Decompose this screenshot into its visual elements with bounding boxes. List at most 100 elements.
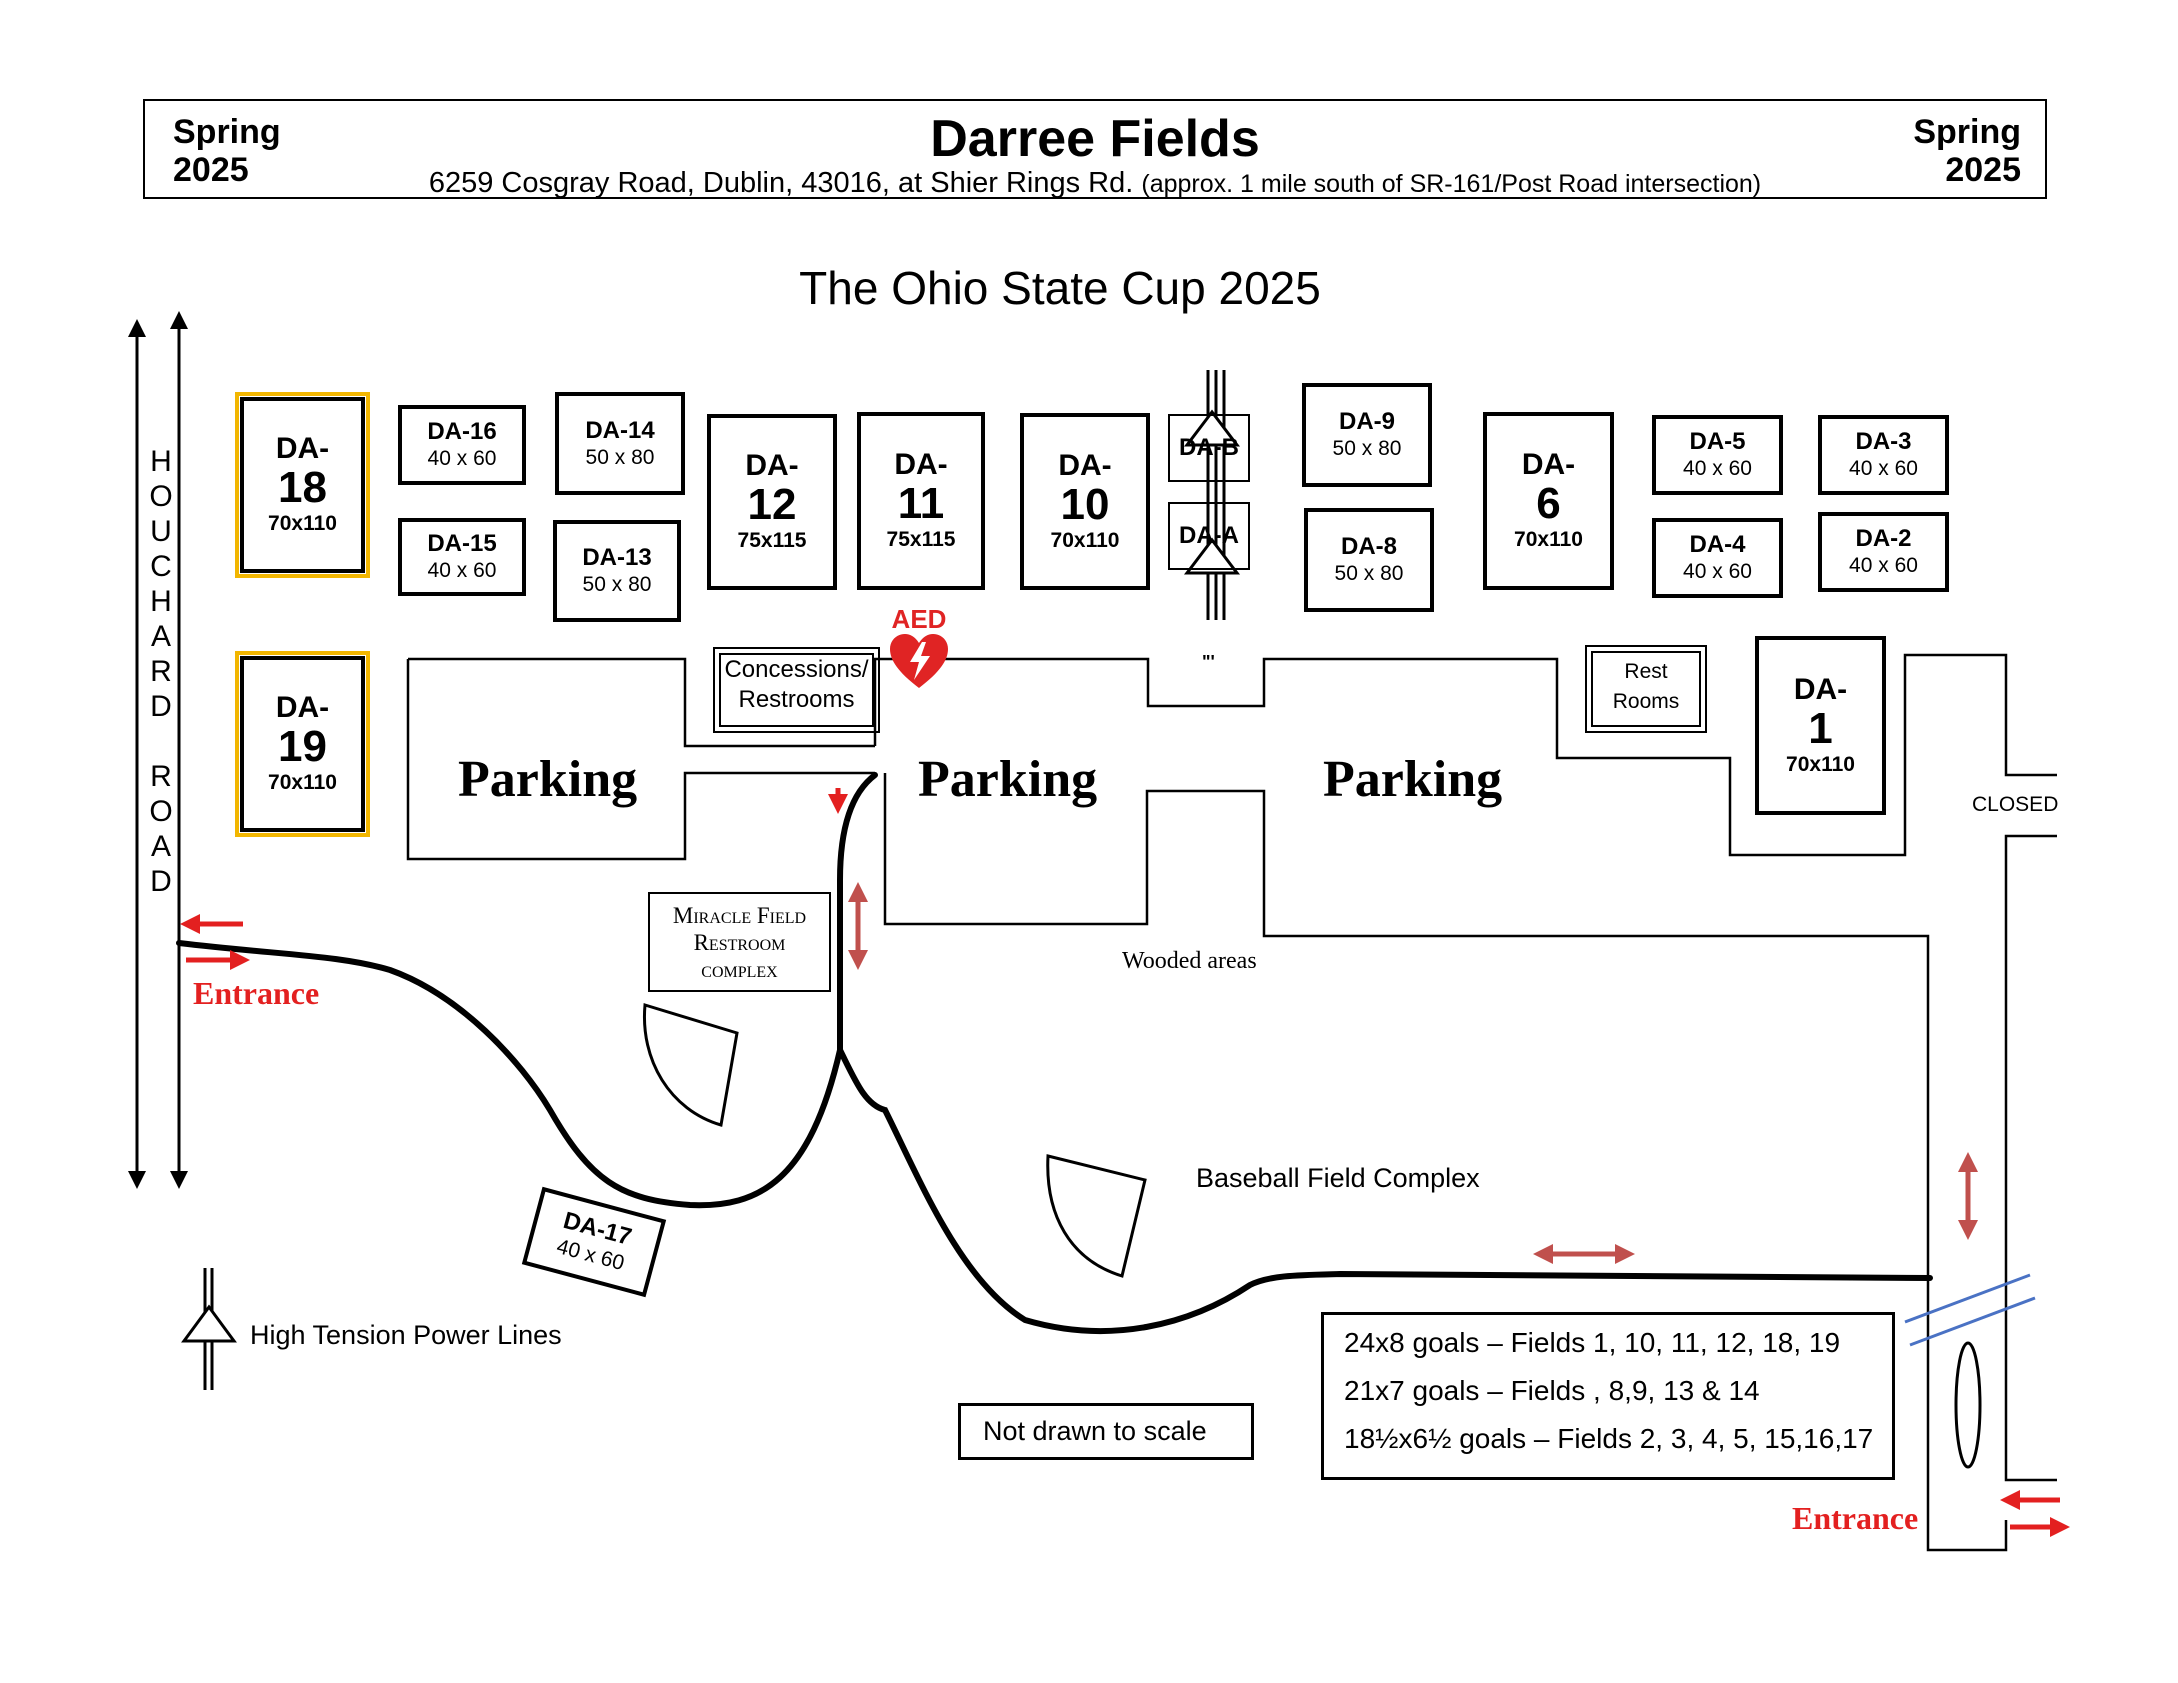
road-crossing-lines	[1904, 1273, 2036, 1347]
left-season-text: Spring	[173, 113, 281, 151]
road-letter: A	[150, 830, 171, 863]
header-right-season: Spring 2025	[1913, 113, 2021, 189]
road-letter: O	[149, 795, 173, 828]
small-mark: "'	[1202, 652, 1215, 672]
field-number: 1	[1808, 703, 1833, 753]
field-number: 10	[1060, 479, 1110, 529]
field-code: DA-8	[1340, 533, 1397, 560]
field-da9: DA-9 50 x 80	[1302, 383, 1432, 487]
field-code: DA-3	[1855, 428, 1912, 455]
header-left-season: Spring 2025	[173, 113, 281, 189]
restrooms-label: Rest	[1624, 660, 1668, 683]
traffic-arrows	[848, 882, 1978, 1264]
goals-line: 21x7 goals – Fields , 8,9, 13 & 14	[1344, 1375, 1760, 1406]
field-da4: DA-4 40 x 60	[1652, 518, 1783, 598]
field-code: DA-16	[427, 418, 497, 445]
field-size: 70x110	[1786, 752, 1855, 776]
parking-label-west: Parking	[458, 751, 638, 808]
field-size: 40 x 60	[1683, 560, 1752, 583]
power-line-fields	[1183, 370, 1241, 620]
concessions-building: Concessions/ Restrooms	[713, 647, 880, 733]
not-to-scale-text: Not drawn to scale	[983, 1416, 1207, 1446]
field-code: DA-A	[1179, 522, 1239, 549]
field-da14: DA-14 50 x 80	[555, 392, 685, 495]
field-da19: DA- 19 70x110	[235, 651, 370, 837]
field-size: 75x115	[886, 528, 956, 551]
field-size: 50 x 80	[1334, 562, 1404, 585]
venue-address: 6259 Cosgray Road, Dublin, 43016, at Shi…	[145, 167, 2045, 200]
field-code: DA-	[894, 448, 948, 481]
field-da15: DA-15 40 x 60	[398, 518, 526, 596]
aed-label: AED	[891, 604, 947, 634]
road-letter: D	[150, 865, 172, 898]
field-code: DA-4	[1689, 531, 1746, 558]
restrooms-building: Rest Rooms	[1585, 645, 1707, 733]
field-size: 40 x 60	[1849, 554, 1918, 577]
aed-marker: AED	[884, 606, 954, 695]
field-da16: DA-16 40 x 60	[398, 405, 526, 485]
road-letter: R	[150, 655, 172, 688]
houchard-road-lines	[128, 311, 188, 1189]
miracle-field-restroom: Miracle Field Restroom complex	[648, 892, 831, 992]
goals-legend-box: 24x8 goals – Fields 1, 10, 11, 12, 18, 1…	[1321, 1312, 1895, 1480]
road-letter: D	[150, 690, 172, 723]
field-code: DA-13	[582, 544, 652, 571]
field-code: DA-	[745, 449, 799, 482]
road-letter: H	[150, 445, 172, 478]
restrooms-label-2: Rooms	[1612, 690, 1680, 713]
field-daa: DA-A	[1168, 502, 1250, 570]
venue-title: Darree Fields	[930, 110, 1260, 168]
field-number: 18	[278, 463, 327, 512]
parking-label-center: Parking	[918, 751, 1098, 808]
field-da6: DA- 6 70x110	[1483, 412, 1614, 590]
concessions-label-2: Restrooms	[738, 686, 855, 713]
field-number: 19	[278, 722, 327, 771]
parking-label-east: Parking	[1323, 751, 1503, 808]
field-size: 50 x 80	[585, 445, 655, 469]
right-year-text: 2025	[1945, 151, 2021, 189]
field-da5: DA-5 40 x 60	[1652, 415, 1783, 495]
entrance-arrows	[180, 788, 2070, 1537]
field-code: DA-	[1521, 448, 1576, 481]
field-code: DA-	[1793, 672, 1848, 706]
field-size: 70x110	[1050, 528, 1120, 552]
field-size: 70x110	[1514, 528, 1583, 551]
field-code: DA-14	[585, 416, 655, 444]
road-letter: R	[150, 760, 172, 793]
road-letter: U	[150, 515, 172, 548]
goals-line: 24x8 goals – Fields 1, 10, 11, 12, 18, 1…	[1344, 1327, 1841, 1358]
field-dab: DA-B	[1168, 414, 1250, 482]
baseball-diamonds	[642, 1003, 1147, 1278]
address-text: 6259 Cosgray Road, Dublin, 43016, at Shi…	[428, 167, 1134, 199]
field-da8: DA-8 50 x 80	[1304, 508, 1434, 612]
field-size: 70x110	[268, 512, 337, 535]
field-da3: DA-3 40 x 60	[1818, 415, 1949, 495]
not-to-scale-box: Not drawn to scale	[958, 1403, 1254, 1460]
power-lines-legend-icon	[181, 1268, 237, 1390]
entrance-label-east: Entrance	[1792, 1500, 1919, 1536]
road-letter: H	[150, 585, 172, 618]
field-size: 50 x 80	[582, 573, 652, 596]
miracle-label-3: complex	[701, 957, 778, 982]
field-size: 40 x 60	[427, 447, 497, 470]
field-da2: DA-2 40 x 60	[1818, 512, 1949, 592]
road-letter	[146, 725, 176, 760]
entrance-label-west: Entrance	[193, 975, 320, 1011]
closed-label: CLOSED	[1972, 793, 2059, 816]
road-letter: A	[150, 620, 171, 653]
field-da10: DA- 10 70x110	[1020, 413, 1150, 590]
right-season-text: Spring	[1913, 113, 2021, 151]
miracle-label-2: Restroom	[693, 930, 786, 955]
header-box: Spring 2025 Spring 2025 Darree Fields 62…	[143, 99, 2047, 199]
field-code: DA-2	[1855, 525, 1912, 552]
field-code: DA-	[275, 691, 330, 724]
field-code: DA-15	[427, 530, 497, 557]
baseball-complex-label: Baseball Field Complex	[1196, 1163, 1480, 1193]
aed-heart-icon	[890, 634, 948, 688]
field-da1: DA- 1 70x110	[1755, 636, 1886, 815]
field-da12: DA- 12 75x115	[707, 414, 837, 590]
field-code: DA-	[275, 432, 330, 465]
field-code: DA-5	[1689, 428, 1746, 455]
wooded-areas-label: Wooded areas	[1122, 948, 1257, 974]
